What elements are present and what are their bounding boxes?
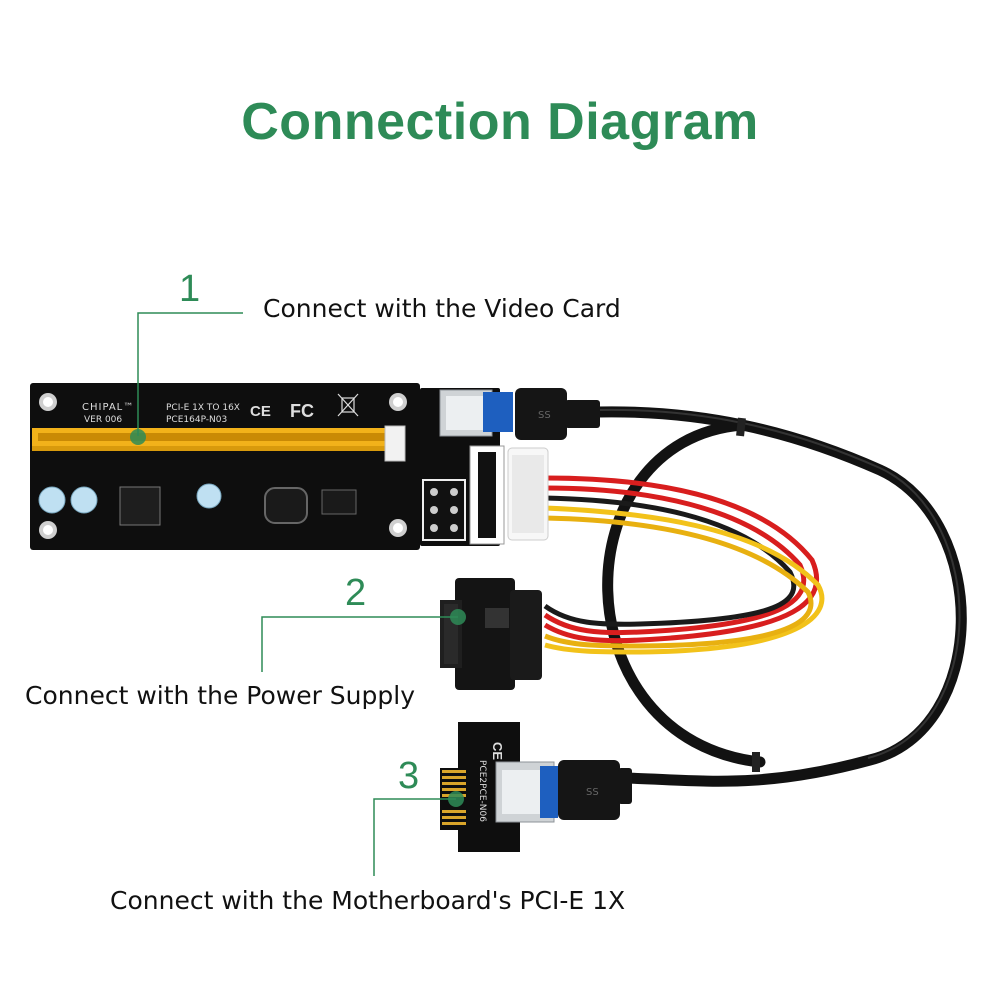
riser-board: CHIPAL™ VER 006 PCI-E 1X TO 16X PCE164P-… xyxy=(30,383,513,550)
callout-line-1 xyxy=(137,312,243,436)
callout-dot-1 xyxy=(130,429,146,445)
callout-label-1: Connect with the Video Card xyxy=(263,294,621,323)
callout-label-3: Connect with the Motherboard's PCI-E 1X xyxy=(110,886,626,915)
wire-red-2 xyxy=(543,485,807,636)
usb-ss-logo: SS xyxy=(538,410,551,421)
callout-dot-3 xyxy=(448,791,464,807)
board-spec: PCI-E 1X TO 16X xyxy=(166,403,240,413)
board-version: VER 006 xyxy=(84,415,122,425)
board-usb-port xyxy=(439,389,513,437)
svg-text:SS: SS xyxy=(586,787,599,798)
pcie-power-header xyxy=(422,479,466,541)
molex-connector xyxy=(507,447,549,541)
callout-line-3 xyxy=(373,798,456,876)
callout-number-1: 1 xyxy=(179,268,201,310)
adapter-model: PCE2PCE-N06 xyxy=(477,760,487,822)
wire-red-1 xyxy=(543,475,820,644)
callout-label-2: Connect with the Power Supply xyxy=(25,681,416,710)
page-title: Connection Diagram xyxy=(241,93,759,151)
callout-dot-2 xyxy=(450,609,466,625)
usb-cable-loop xyxy=(602,419,766,768)
sata-power-connector xyxy=(440,578,542,690)
usb-plug-bottom: SS xyxy=(558,760,632,820)
weee-bin-icon xyxy=(337,393,359,417)
cable-ferrite-bottom xyxy=(752,752,760,772)
board-ce-mark: CE xyxy=(250,403,271,420)
voltage-regulator xyxy=(119,486,161,526)
adapter-ce-mark: CE xyxy=(490,742,505,760)
ic-chip xyxy=(321,489,357,515)
pcie-x1-adapter: CE PCE2PCE-N06 xyxy=(440,722,558,852)
pcie-x16-slot xyxy=(32,425,406,462)
wire-yellow-1 xyxy=(544,505,825,655)
callout-number-2: 2 xyxy=(345,572,367,614)
usb-plug-top: SS xyxy=(515,388,600,440)
board-brand: CHIPAL™ xyxy=(82,402,134,413)
wire-yellow-2 xyxy=(544,515,814,649)
capacitor xyxy=(38,483,222,514)
adapter-usb-port xyxy=(495,761,558,823)
board-model: PCE164P-N03 xyxy=(166,415,227,425)
callout-line-2 xyxy=(261,616,458,672)
callout-number-3: 3 xyxy=(398,755,420,797)
wire-black xyxy=(543,495,797,627)
usb-cable xyxy=(592,406,967,787)
inductor xyxy=(264,487,308,524)
cable-ferrite-top xyxy=(736,417,746,437)
board-fc-mark: FC xyxy=(290,401,314,421)
